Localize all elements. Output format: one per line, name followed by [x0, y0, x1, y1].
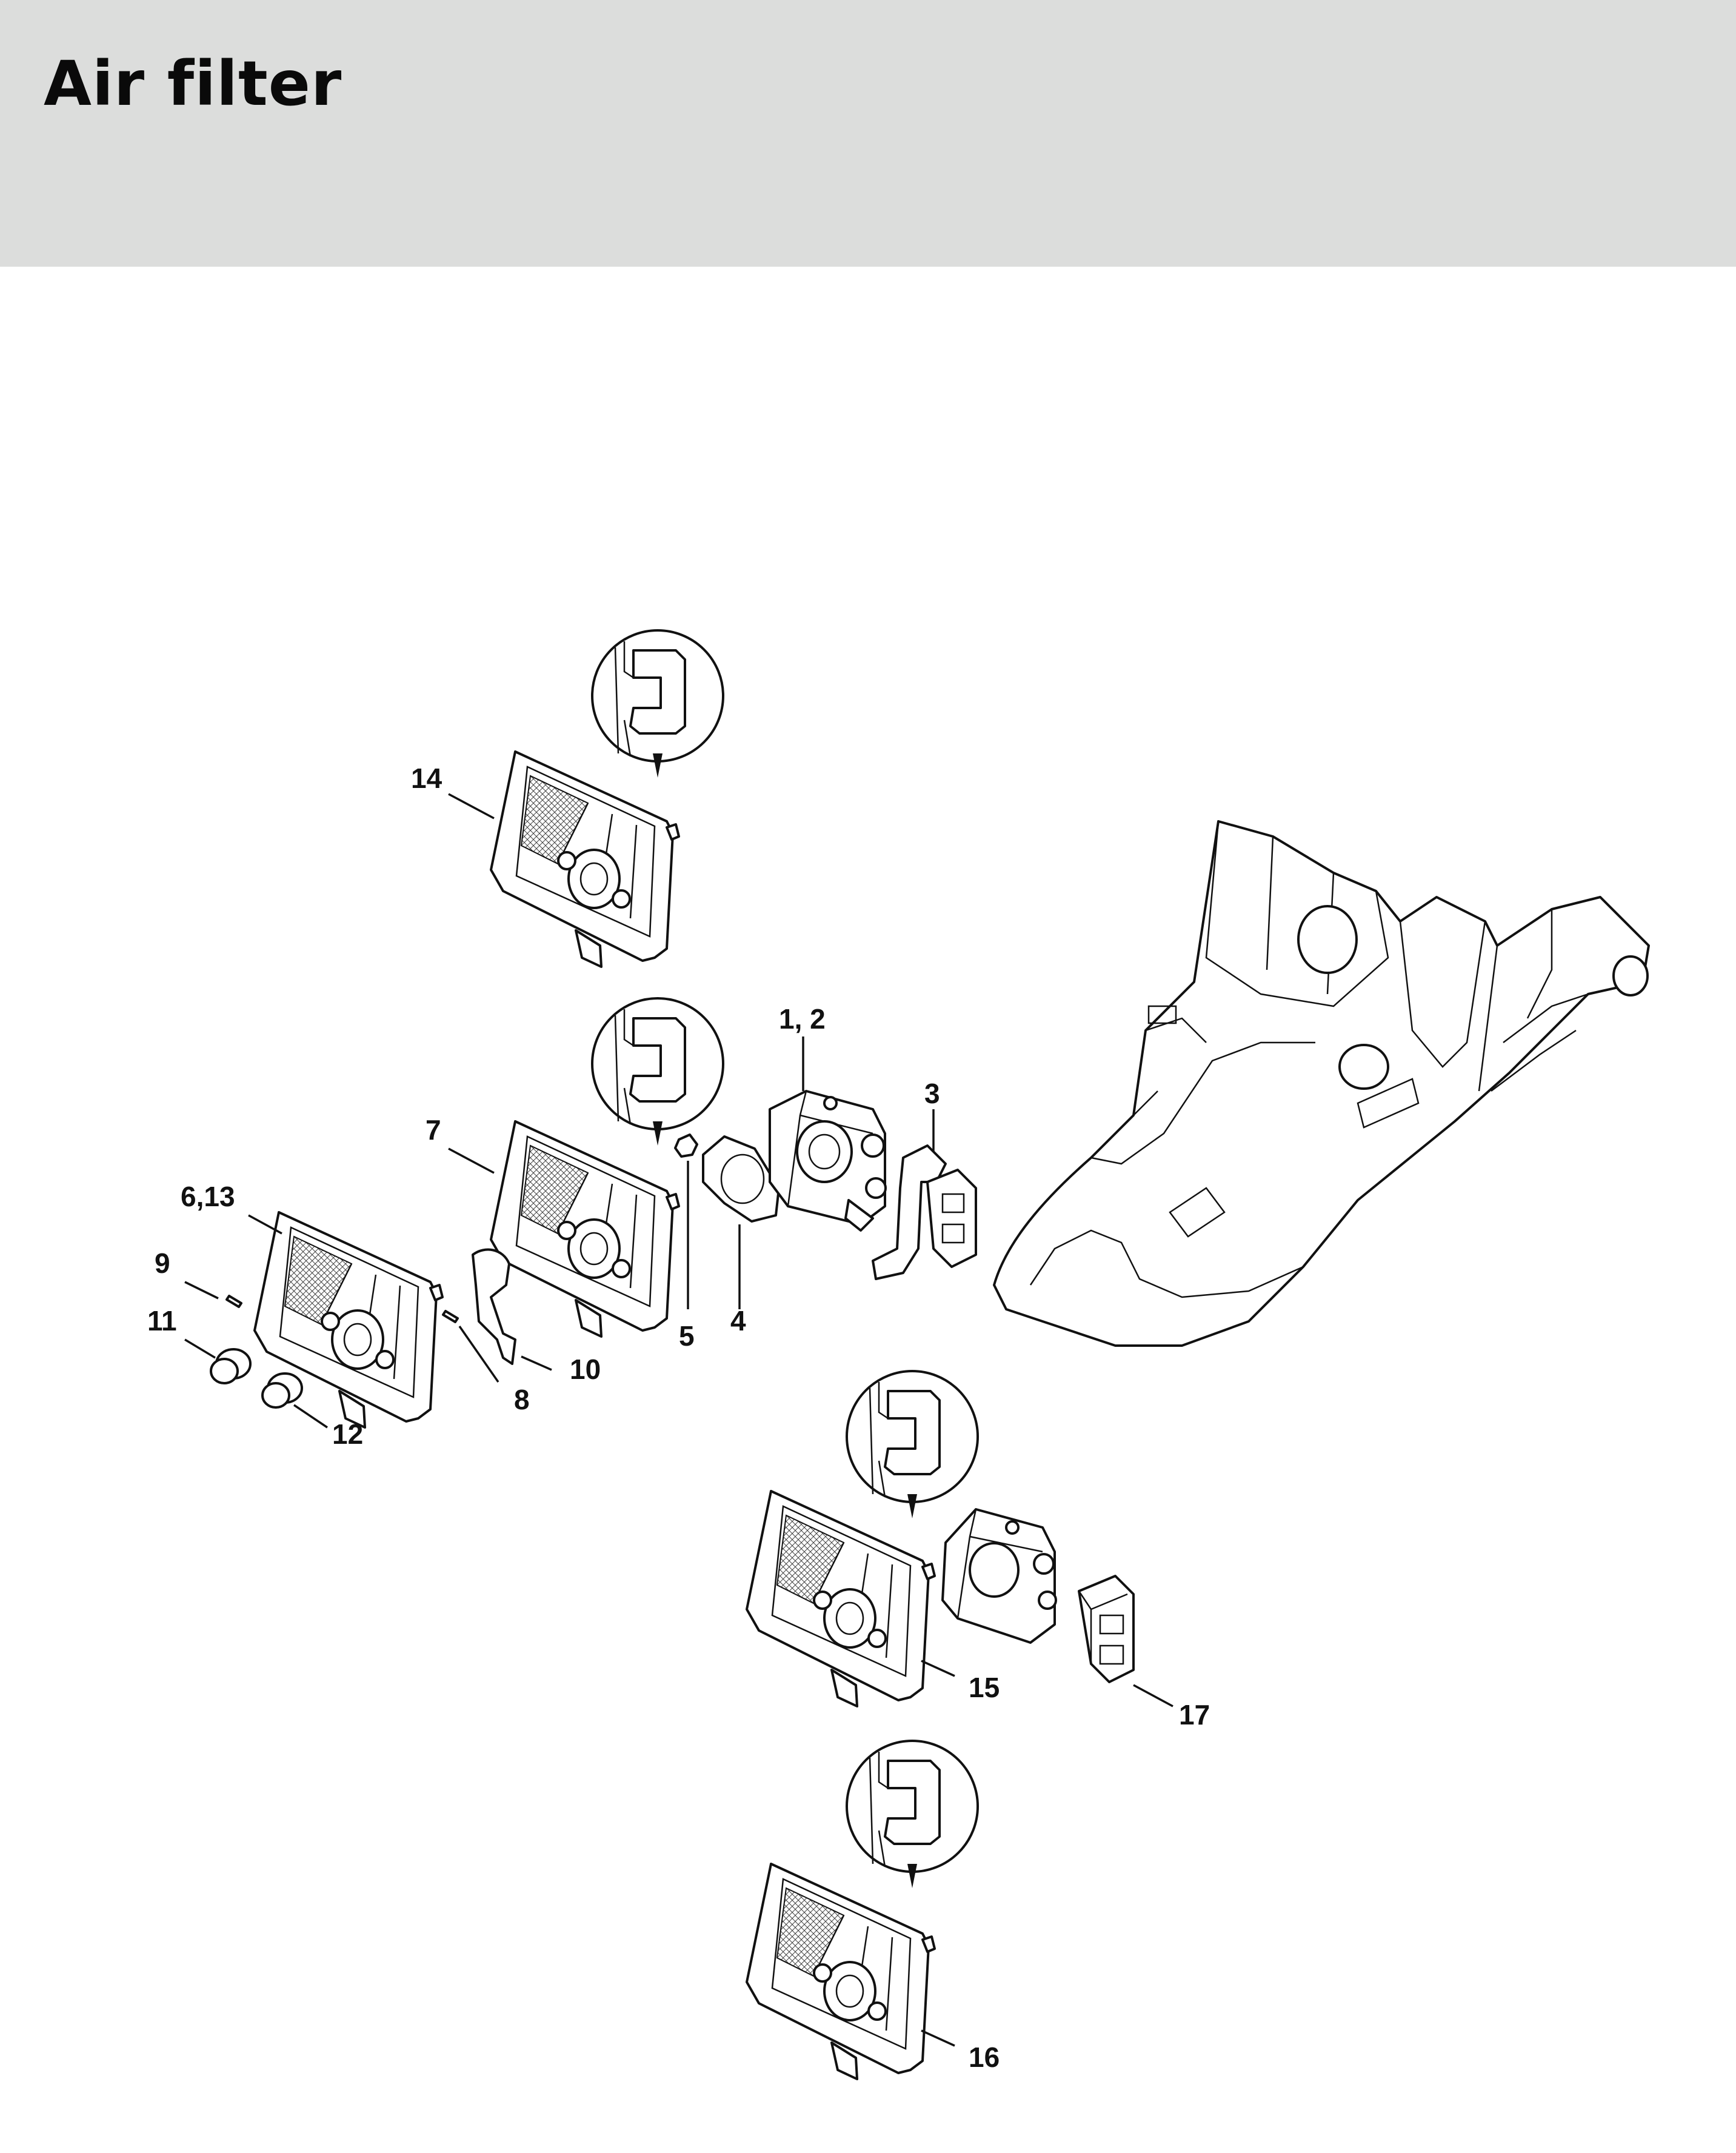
- callout-17: 17: [1179, 1699, 1210, 1731]
- callout-11: 11: [147, 1305, 177, 1337]
- callout-7: 7: [426, 1114, 441, 1146]
- leader-lines: [184, 793, 1173, 2047]
- part-17-intake-block: [1078, 1575, 1135, 1683]
- callout-1-2: 1, 2: [779, 1003, 826, 1035]
- small-parts: [210, 1133, 780, 1409]
- callout-12: 12: [332, 1418, 363, 1450]
- callout-4: 4: [730, 1305, 746, 1337]
- callout-10: 10: [570, 1354, 601, 1385]
- callout-9: 9: [155, 1247, 170, 1279]
- callout-6-13: 6,13: [181, 1181, 235, 1212]
- part-3-intake-elbow: [872, 1144, 977, 1280]
- callout-8: 8: [514, 1384, 530, 1415]
- callout-5: 5: [679, 1320, 695, 1352]
- part-1-2-carburetor: [769, 1090, 887, 1232]
- part-15-air-filter: [746, 1370, 1057, 1707]
- callout-15: 15: [969, 1672, 1000, 1703]
- chainsaw-crankcase-housing: [993, 820, 1650, 1347]
- header-band: Air filter: [0, 0, 1736, 267]
- part-14-air-filter: [490, 629, 724, 968]
- callout-3: 3: [924, 1078, 940, 1109]
- callout-labels: 14 1, 2 3 7 6,13 9 11 5 4 10 8 12 15 17 …: [147, 763, 1210, 2073]
- callout-14: 14: [411, 763, 442, 794]
- part-16-air-filter: [746, 1740, 979, 2080]
- page-title: Air filter: [44, 48, 342, 120]
- callout-16: 16: [969, 2041, 1000, 2073]
